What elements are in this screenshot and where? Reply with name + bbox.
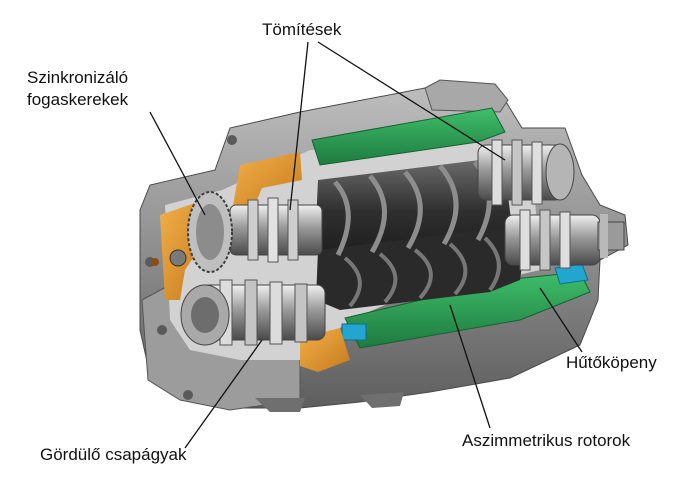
label-synchronizing-gears-line1: Szinkronizáló xyxy=(27,68,129,87)
leader-cooling-jacket xyxy=(539,287,583,353)
leader-sync-gears xyxy=(149,111,206,216)
leader-seals-left xyxy=(289,41,309,211)
leader-rolling-bearings xyxy=(184,339,263,449)
leader-asymmetric-rotors xyxy=(449,304,491,429)
label-cooling-jacket: Hűtőköpeny xyxy=(566,353,657,372)
leader-lines xyxy=(149,41,583,449)
asymmetric-rotors xyxy=(315,160,525,310)
label-asymmetric-rotors: Aszimmetrikus rotorok xyxy=(462,431,631,450)
shafts-and-bearings xyxy=(180,139,625,346)
cooling-jacket xyxy=(311,107,591,349)
label-synchronizing-gears-line2: fogaskerekek xyxy=(27,90,129,109)
label-seals: Tömítések xyxy=(262,20,342,39)
label-synchronizing-gears: Szinkronizáló fogaskerekek xyxy=(27,67,128,111)
leader-seals-right xyxy=(317,41,506,161)
label-rolling-bearings: Gördülő csapágyak xyxy=(40,445,187,464)
synchronizing-gears xyxy=(169,191,233,273)
